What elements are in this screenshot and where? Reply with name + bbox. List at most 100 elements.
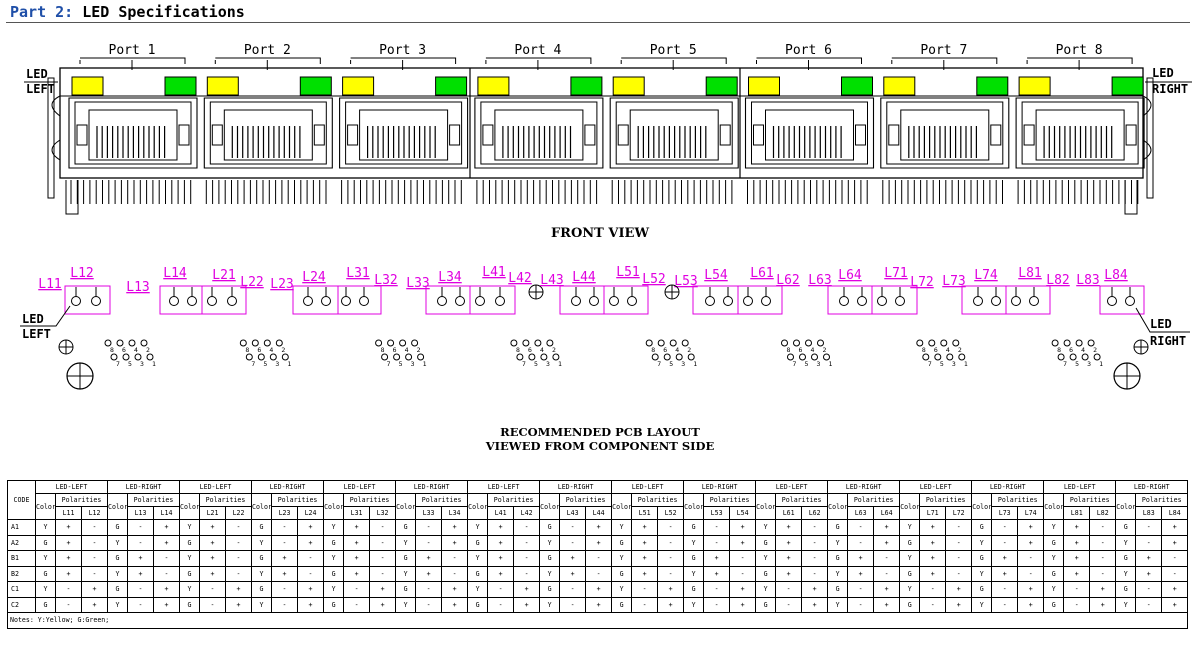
pin-number: 4 <box>811 346 815 354</box>
row-value: + <box>945 596 973 613</box>
row-value: - <box>945 550 973 567</box>
port-label: Port 4 <box>514 43 561 58</box>
pin-header: L33 <box>415 506 443 520</box>
row-value: + <box>152 534 181 551</box>
signal-pin-pad <box>787 353 794 361</box>
row-value: - <box>55 596 82 613</box>
row-value: G <box>107 519 128 536</box>
jack-latch-right <box>1125 124 1137 146</box>
signal-pin-pad <box>239 339 247 347</box>
row-value: - <box>369 534 397 551</box>
signal-pin-pad <box>651 353 659 361</box>
signal-pin-pad <box>522 339 530 347</box>
polarities-header: Polarities <box>199 493 253 507</box>
pin-number: 5 <box>534 360 538 368</box>
row-value: + <box>631 519 659 536</box>
color-header: Color <box>755 493 777 520</box>
row-value: - <box>847 581 875 598</box>
row-value: + <box>873 581 901 598</box>
row-value: G <box>827 581 849 598</box>
right-peg <box>1124 180 1138 215</box>
row-value: - <box>271 581 299 598</box>
pin-header: L64 <box>873 506 901 520</box>
row-value: G <box>251 519 273 536</box>
row-value: Y <box>179 581 201 598</box>
jack-cavity <box>765 109 854 161</box>
signal-pin-pad <box>122 353 130 361</box>
row-value: + <box>1161 581 1189 598</box>
row-value: - <box>919 596 947 613</box>
led-pad <box>71 296 81 306</box>
led-pad <box>475 296 485 306</box>
jack-contacts <box>502 126 572 158</box>
pin-number: 6 <box>799 346 803 354</box>
led-right-green <box>976 76 1009 96</box>
row-value: + <box>657 596 685 613</box>
row-value: G <box>755 534 777 551</box>
signal-pin-pad <box>657 339 665 347</box>
through-hole-pins <box>205 180 327 204</box>
led-pad <box>589 296 599 306</box>
led-left-yellow <box>612 76 645 96</box>
jack-cavity <box>359 109 449 161</box>
row-value: Y <box>827 565 849 582</box>
port-4: Port 4 <box>474 43 604 204</box>
port-label: Port 8 <box>1056 43 1103 58</box>
color-header: Color <box>1115 493 1137 520</box>
pin-header: L53 <box>703 506 731 520</box>
row-value: + <box>271 565 299 582</box>
pcb-led-right-label: LED <box>1150 317 1172 331</box>
row-value: Y <box>971 596 993 613</box>
pcb-led-label: L22 <box>240 275 263 290</box>
row-value: + <box>127 550 154 567</box>
row-value: Y <box>179 519 201 536</box>
jack-outline <box>1015 97 1145 169</box>
row-value: + <box>585 534 613 551</box>
row-value: - <box>513 519 541 536</box>
row-value: - <box>127 581 154 598</box>
row-value: G <box>611 534 633 551</box>
polarities-header: Polarities <box>703 493 757 507</box>
row-value: + <box>343 550 371 567</box>
pcb-led-label: L81 <box>1018 266 1041 281</box>
jack-latch-right <box>990 124 1002 146</box>
jack-outline <box>744 97 875 169</box>
row-value: - <box>1017 550 1045 567</box>
pcb-led-label: L64 <box>838 268 862 283</box>
row-value: - <box>271 519 299 536</box>
jack-contacts <box>231 126 301 158</box>
row-value: - <box>945 534 973 551</box>
pin-number: 1 <box>558 360 562 368</box>
jack-inner <box>615 101 733 165</box>
row-value: + <box>1089 581 1117 598</box>
polarities-header: Polarities <box>415 493 469 507</box>
row-code: B1 <box>7 550 36 567</box>
pin-number: 7 <box>116 360 120 368</box>
pcb-led-label: L33 <box>406 276 429 291</box>
jack-cavity <box>88 109 178 161</box>
row-value: + <box>585 519 613 536</box>
pin-number: 7 <box>522 360 526 368</box>
signal-pin-pad <box>399 339 407 347</box>
led-footprint-box <box>201 285 247 315</box>
row-value: Y <box>107 565 128 582</box>
row-value: + <box>1161 519 1189 536</box>
port-bracket <box>891 57 998 64</box>
pcb-layout-subtitle: VIEWED FROM COMPONENT SIDE <box>485 439 715 453</box>
jack-inner <box>480 101 598 165</box>
row-value: - <box>559 581 587 598</box>
led-pad <box>1125 296 1135 306</box>
through-hole-pins <box>341 180 462 204</box>
pin-number: 3 <box>681 360 685 368</box>
signal-pin-pad <box>1093 353 1101 361</box>
led-group-header: LED-RIGHT <box>827 480 901 494</box>
row-value: - <box>225 534 253 551</box>
row-value: + <box>55 519 82 536</box>
led-footprint-box <box>1005 285 1051 315</box>
pin-header: L42 <box>513 506 541 520</box>
